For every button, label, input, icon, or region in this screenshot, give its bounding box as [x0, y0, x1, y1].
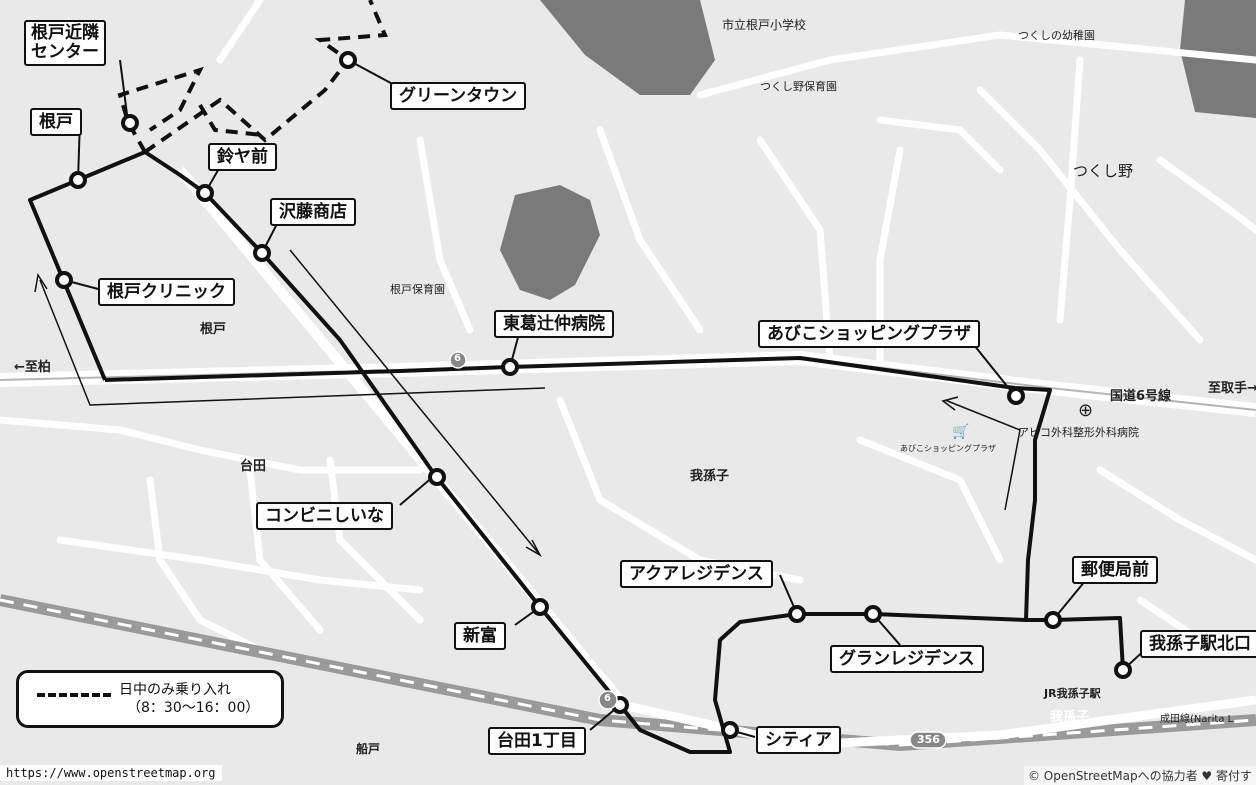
attribution-osm[interactable]: © OpenStreetMapへの協力者 ♥ 寄付す [1023, 766, 1256, 785]
label-convini-shiina[interactable]: コンビニしいな [256, 502, 393, 530]
place-nursery-nedo: 根戸保育園 [390, 283, 445, 296]
bus-route-daytime [117, 0, 388, 154]
label-grand-residence[interactable]: グランレジデンス [830, 645, 984, 673]
label-sawato-shoten[interactable]: 沢藤商店 [270, 198, 356, 226]
route-6-label: 6 [604, 693, 611, 704]
place-to-kashiwa: ←至柏 [14, 360, 51, 375]
route-356-shield [909, 731, 947, 749]
stop-marker [69, 171, 87, 189]
place-kindergarten: つくしの幼稚園 [1018, 29, 1095, 42]
legend-line2: （8：30〜16：00） [127, 700, 260, 716]
legend-line1: 日中のみ乗り入れ [119, 682, 231, 698]
label-daita-1chome[interactable]: 台田1丁目 [488, 727, 586, 755]
label-higashi-katsushika-hospital[interactable]: 東葛辻仲病院 [494, 310, 614, 338]
stop-marker [428, 468, 446, 486]
label-shintomi[interactable]: 新富 [454, 622, 506, 650]
cart-icon: 🛒 [952, 424, 970, 440]
legend-dashed-line [37, 693, 111, 697]
label-suzuya-mae[interactable]: 鈴ヤ前 [208, 143, 277, 171]
place-abiko: 我孫子 [690, 469, 730, 484]
label-nedo-clinic[interactable]: 根戸クリニック [98, 278, 235, 306]
stop-marker [501, 358, 519, 376]
stop-marker [196, 184, 214, 202]
route-356-road [599, 695, 1256, 750]
place-route6: 国道6号線 [1110, 389, 1172, 404]
place-nedo: 根戸 [200, 322, 227, 337]
stop-marker [1007, 387, 1025, 405]
place-funato: 船戸 [356, 742, 381, 756]
stop-marker [121, 114, 139, 132]
stop-marker [55, 271, 73, 289]
label-yubinkyoku-mae[interactable]: 郵便局前 [1072, 556, 1158, 584]
bus-route-solid [28, 150, 1125, 754]
stop-marker [864, 605, 882, 623]
label-nedo[interactable]: 根戸 [30, 108, 82, 136]
label-aqua-residence[interactable]: アクアレジデンス [620, 560, 773, 588]
route-6-label: 6 [454, 353, 461, 364]
stop-marker [788, 605, 806, 623]
place-plaza-small: あびこショッピングプラザ [900, 444, 996, 453]
label-city-a[interactable]: シティア [756, 726, 841, 754]
stop-marker [721, 721, 739, 739]
place-school: 市立根戸小学校 [722, 18, 807, 32]
label-green-town[interactable]: グリーンタウン [390, 82, 527, 110]
route-6-shield [598, 690, 618, 710]
stop-marker [253, 244, 271, 262]
legend: 日中のみ乗り入れ （8：30〜16：00） [16, 670, 284, 728]
building-block [500, 185, 600, 300]
hospital-icon: ⊕ [1078, 400, 1094, 421]
place-hospital: アビコ外科整形外科病院 [1018, 426, 1139, 439]
railway-dash [0, 598, 1256, 747]
place-narita-line: 成田線(Narita L [1160, 714, 1234, 725]
route-356-label: 356 [917, 733, 940, 746]
route-6-road [0, 350, 1256, 417]
building-block [540, 0, 715, 95]
legend-text: 日中のみ乗り入れ （8：30〜16：00） [119, 681, 259, 717]
direction-arrows [34, 249, 1021, 557]
minor-roads [0, 0, 1256, 654]
stop-marker [339, 51, 357, 69]
place-tsukushino: つくし野 [1073, 162, 1134, 180]
bus-stops [55, 51, 1132, 739]
route-6-shield [449, 351, 467, 369]
stop-marker [1114, 661, 1132, 679]
place-nursery-tsukushino: つくし野保育園 [760, 80, 837, 93]
stop-marker [1044, 611, 1062, 629]
label-abiko-station-north[interactable]: 我孫子駅北口 [1140, 630, 1256, 658]
attribution-url[interactable]: https://www.openstreetmap.org [0, 765, 222, 781]
place-to-toride: 至取手→ [1208, 381, 1256, 396]
label-nedo-kinrin-center[interactable]: 根戸近隣センター [24, 20, 106, 66]
place-daita: 台田 [240, 459, 267, 474]
stop-marker [531, 598, 549, 616]
place-jr-abiko: JR我孫子駅 [1044, 687, 1101, 700]
label-abiko-shopping-plaza[interactable]: あびこショッピングプラザ [758, 320, 980, 348]
place-abiko-station-area: 我孫子 [1050, 710, 1090, 725]
